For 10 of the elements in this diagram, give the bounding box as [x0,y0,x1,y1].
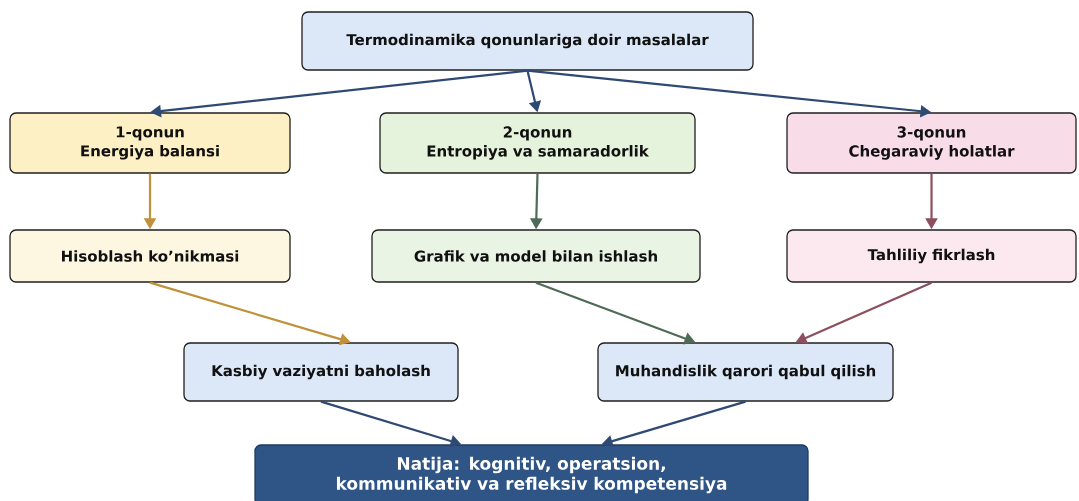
process-box: Grafik va model bilan ishlash [371,229,701,283]
result-box: Natija: kognitiv, operatsion, kommunikativ va refleksiv kompetensiya [254,444,809,501]
process-box: Kasbiy vaziyatni baholash [183,342,459,402]
process-box: 1-qonun Energiya balansi [9,112,291,174]
process-box: 3-qonun Chegaraviy holatlar [786,112,1077,174]
process-box: 2-qonun Entropiya va samaradorlik [379,112,696,174]
process-box: Termodinamika qonunlariga doir masalalar [301,11,754,71]
process-box: Tahliliy fikrlash [786,229,1077,283]
process-box: Hisoblash ko’nikmasi [9,229,291,283]
process-box: Muhandislik qarori qabul qilish [597,342,894,402]
